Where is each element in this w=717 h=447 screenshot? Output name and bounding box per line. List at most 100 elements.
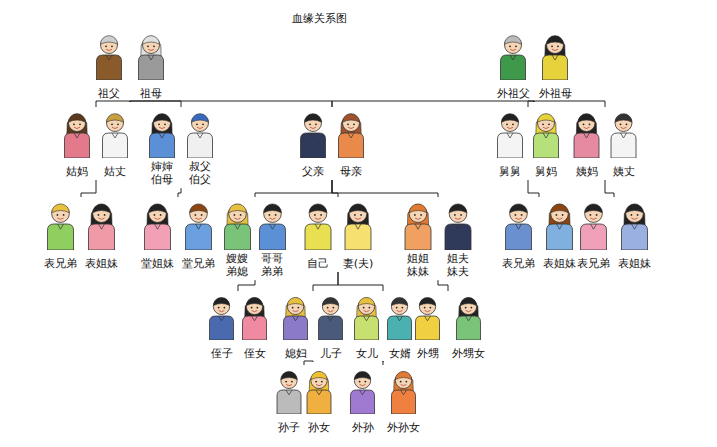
person-figure [307, 371, 331, 414]
label-cell: 叔父 伯父 [181, 160, 219, 187]
family-member: 女儿女婿 [350, 292, 416, 361]
person-label: 舅妈 [535, 165, 557, 178]
person-figure [97, 36, 122, 80]
kinship-line [313, 272, 338, 291]
person-figure [65, 114, 90, 158]
person-illustration [492, 108, 564, 158]
person-figure [351, 371, 375, 414]
person-figure [543, 36, 568, 80]
person-figure [622, 204, 648, 250]
person-figure [284, 297, 308, 340]
family-member: 表兄弟表姐妹 [498, 198, 580, 271]
family-member: 祖父祖母 [88, 30, 172, 101]
label-cell: 姑妈 [58, 160, 96, 179]
label-cell: 外祖母 [534, 82, 576, 101]
person-label: 孙女 [308, 421, 330, 434]
label-row: 舅舅舅妈 [492, 160, 564, 179]
label-cell: 外甥 [407, 342, 448, 361]
person-figure [457, 297, 481, 340]
kinship-line [534, 101, 605, 107]
label-row: 表兄弟表姐妹 [498, 252, 580, 271]
label-cell: 表姐妹 [614, 252, 655, 271]
kinship-line [528, 101, 534, 107]
label-cell: 孙子 [274, 416, 304, 435]
person-figure [186, 204, 212, 250]
label-row: 姑妈姑丈 [58, 160, 134, 179]
person-label: 外祖父 [497, 87, 530, 100]
kinship-line [605, 180, 614, 197]
person-illustration [498, 198, 580, 250]
label-cell: 孙女 [304, 416, 334, 435]
label-row: 堂姐妹堂兄弟 [137, 252, 219, 271]
person-figure [611, 114, 636, 158]
person-label: 母亲 [340, 165, 362, 178]
label-row: 女儿女婿 [350, 342, 416, 361]
label-cell: 母亲 [332, 160, 370, 179]
label-cell: 自己 [298, 252, 338, 271]
family-member: 媳妇儿子 [278, 292, 348, 361]
label-row: 表兄弟表姐妹 [40, 252, 122, 271]
person-illustration [350, 292, 416, 340]
person-label: 婶婶 伯母 [149, 160, 174, 186]
person-label: 儿子 [320, 347, 342, 360]
label-row: 外祖父外祖母 [492, 82, 576, 101]
family-member: 孙子孙女 [274, 366, 334, 435]
label-cell: 父亲 [294, 160, 332, 179]
person-figure [445, 204, 471, 250]
family-member: 舅舅舅妈 [492, 108, 564, 179]
label-cell: 表兄弟 [498, 252, 539, 271]
label-row: 侄子侄女 [205, 342, 271, 361]
family-member: 姐姐 妹妹姐夫 妹夫 [398, 198, 478, 279]
family-member: 侄子侄女 [205, 292, 271, 361]
kinship-line [238, 280, 255, 291]
kinship-line [438, 280, 448, 291]
person-figure [498, 114, 523, 158]
kinship-line [255, 180, 332, 197]
family-member: 嫂嫂 弟媳哥哥 弟弟 [220, 198, 290, 279]
label-row: 表兄弟表姐妹 [573, 252, 655, 271]
label-cell: 姐姐 妹妹 [398, 252, 438, 279]
label-cell: 媳妇 [278, 342, 313, 361]
person-label: 外孙 [352, 421, 374, 434]
family-member: 婶婶 伯母叔父 伯父 [143, 108, 219, 187]
person-illustration [143, 108, 219, 158]
person-label: 女儿 [356, 347, 378, 360]
person-figure [319, 297, 343, 340]
person-label: 表兄弟 [577, 257, 610, 270]
person-figure [345, 204, 371, 250]
person-illustration [205, 292, 271, 340]
person-figure [145, 204, 171, 250]
label-cell: 外孙女 [383, 416, 424, 435]
person-label: 姨丈 [613, 165, 635, 178]
person-illustration [342, 366, 424, 414]
person-label: 祖父 [98, 87, 120, 100]
person-label: 哥哥 弟弟 [260, 252, 285, 278]
person-figure [355, 297, 379, 340]
label-row: 外孙外孙女 [342, 416, 424, 435]
person-figure [388, 297, 412, 340]
label-cell: 侄女 [238, 342, 271, 361]
person-figure [339, 114, 364, 158]
kinship-line [304, 361, 313, 365]
person-label: 姨妈 [576, 165, 598, 178]
person-illustration [298, 198, 378, 250]
label-cell: 堂兄弟 [178, 252, 219, 271]
person-figure [305, 204, 331, 250]
person-figure [139, 36, 164, 80]
label-cell: 儿子 [313, 342, 348, 361]
family-member: 堂姐妹堂兄弟 [137, 198, 219, 271]
person-figure [405, 204, 431, 250]
label-cell: 姨丈 [605, 160, 642, 179]
label-cell: 表姐妹 [81, 252, 122, 271]
label-cell: 舅舅 [492, 160, 528, 179]
kinship-line [81, 180, 96, 197]
person-label: 堂姐妹 [141, 257, 174, 270]
label-row: 自己妻(夫) [298, 252, 378, 271]
person-label: 嫂嫂 弟媳 [225, 252, 250, 278]
family-member: 父亲母亲 [294, 108, 370, 179]
person-illustration [58, 108, 134, 158]
family-member: 外孙外孙女 [342, 366, 424, 435]
person-figure [574, 114, 599, 158]
label-cell: 外甥女 [448, 342, 489, 361]
person-figure [188, 114, 213, 158]
